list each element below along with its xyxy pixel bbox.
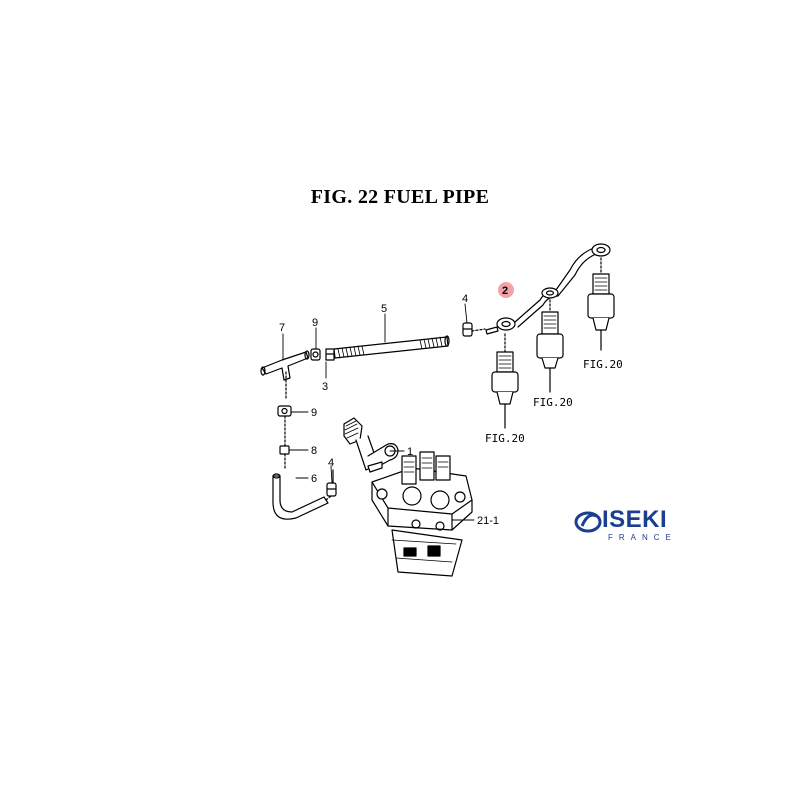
figure-title: FIG. 22 FUEL PIPE xyxy=(310,186,490,208)
logo-brand: ISEKI xyxy=(602,506,668,533)
callout-21-1: 21-1 xyxy=(477,515,499,527)
part-7-t-joint[interactable] xyxy=(260,350,310,401)
callout-2: 2 xyxy=(502,285,508,297)
callout-9-lower: 9 xyxy=(311,407,317,419)
part-9-clip-lower[interactable] xyxy=(277,405,292,447)
iseki-logo: ISEKI FRANCE xyxy=(574,506,700,546)
injector-nozzle-3 xyxy=(587,257,615,351)
part-6-hose[interactable] xyxy=(272,473,337,520)
part-5-overflow-pipe[interactable] xyxy=(333,335,450,359)
callout-5: 5 xyxy=(381,303,387,315)
callout-7: 7 xyxy=(279,322,285,334)
logo-subtitle: FRANCE xyxy=(608,533,677,542)
part-4-clamp-lower[interactable] xyxy=(326,469,337,497)
part-21-1-injection-pump[interactable] xyxy=(371,451,473,577)
callout-6: 6 xyxy=(311,473,317,485)
callout-4-lower: 4 xyxy=(328,457,334,469)
leader-lines xyxy=(282,303,475,521)
callout-9-upper: 9 xyxy=(312,317,318,329)
callout-3: 3 xyxy=(322,381,328,393)
figure-ref-nozzle-1: FIG.20 xyxy=(485,432,525,445)
callout-1: 1 xyxy=(407,446,413,458)
part-2-injection-pipe[interactable] xyxy=(485,243,611,335)
part-4-clamp-upper[interactable] xyxy=(462,322,486,337)
part-9-clip-upper[interactable] xyxy=(310,348,321,361)
injector-nozzle-2 xyxy=(536,299,564,393)
figure-ref-nozzle-2: FIG.20 xyxy=(533,396,573,409)
highlight-part-2 xyxy=(498,282,514,298)
part-8-joint[interactable] xyxy=(279,445,290,471)
part-3-fitting[interactable] xyxy=(325,348,335,361)
iseki-logo-mark-icon xyxy=(574,511,602,533)
figure-ref-nozzle-3: FIG.20 xyxy=(583,358,623,371)
callout-4-upper: 4 xyxy=(462,293,468,305)
callout-8: 8 xyxy=(311,445,317,457)
injector-nozzle-1 xyxy=(491,333,519,429)
part-1-banjo-bolt[interactable] xyxy=(343,417,399,473)
